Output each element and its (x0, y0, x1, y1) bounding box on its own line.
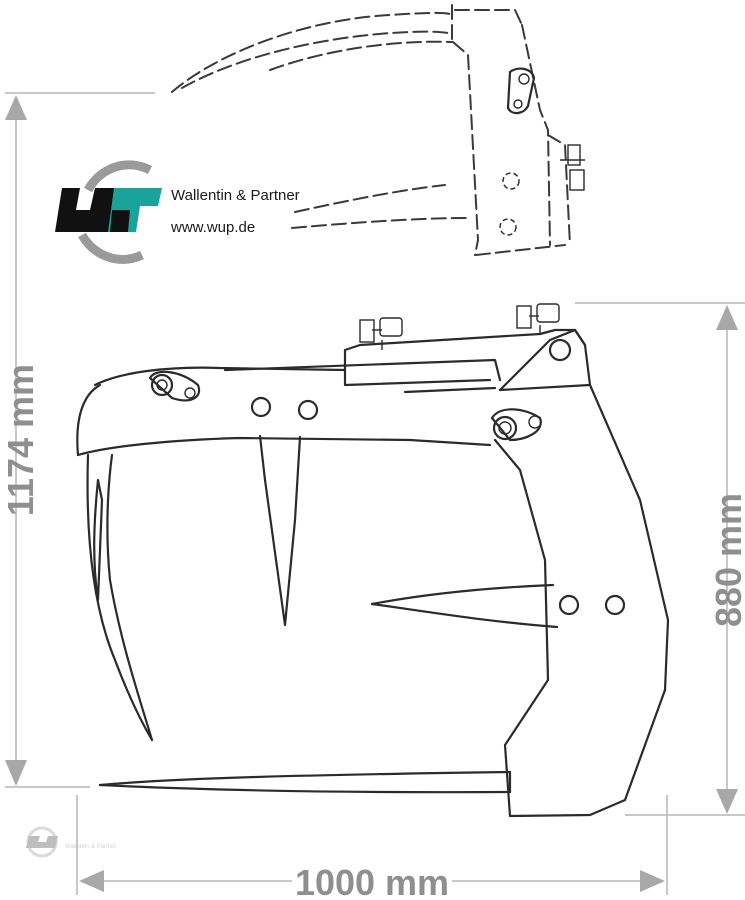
watermark: Wallentin & Partner (26, 826, 116, 858)
dimension-height-frame: 880 mm (575, 302, 745, 816)
open-position-outline (171, 4, 585, 256)
logo-ring (84, 160, 153, 193)
watermark-text: Wallentin & Partner (65, 844, 116, 850)
hydraulic-fitting-left (359, 317, 403, 350)
brand-logo: Wallentin & Partner www.wup.de (55, 160, 300, 264)
brand-url: www.wup.de (170, 219, 255, 236)
bale-grab-frame (76, 303, 670, 818)
width-label: 1000 mm (295, 862, 449, 900)
dimension-height-total: 1174 mm (0, 92, 155, 788)
brand-name: Wallentin & Partner (171, 187, 300, 204)
hydraulic-fitting-right (516, 303, 560, 335)
height-frame-label: 880 mm (708, 493, 745, 627)
hydraulic-fitting-open (560, 144, 585, 191)
height-total-label: 1174 mm (0, 364, 41, 516)
dimension-width: 1000 mm (76, 795, 668, 900)
logo-mark-dark (55, 188, 115, 232)
